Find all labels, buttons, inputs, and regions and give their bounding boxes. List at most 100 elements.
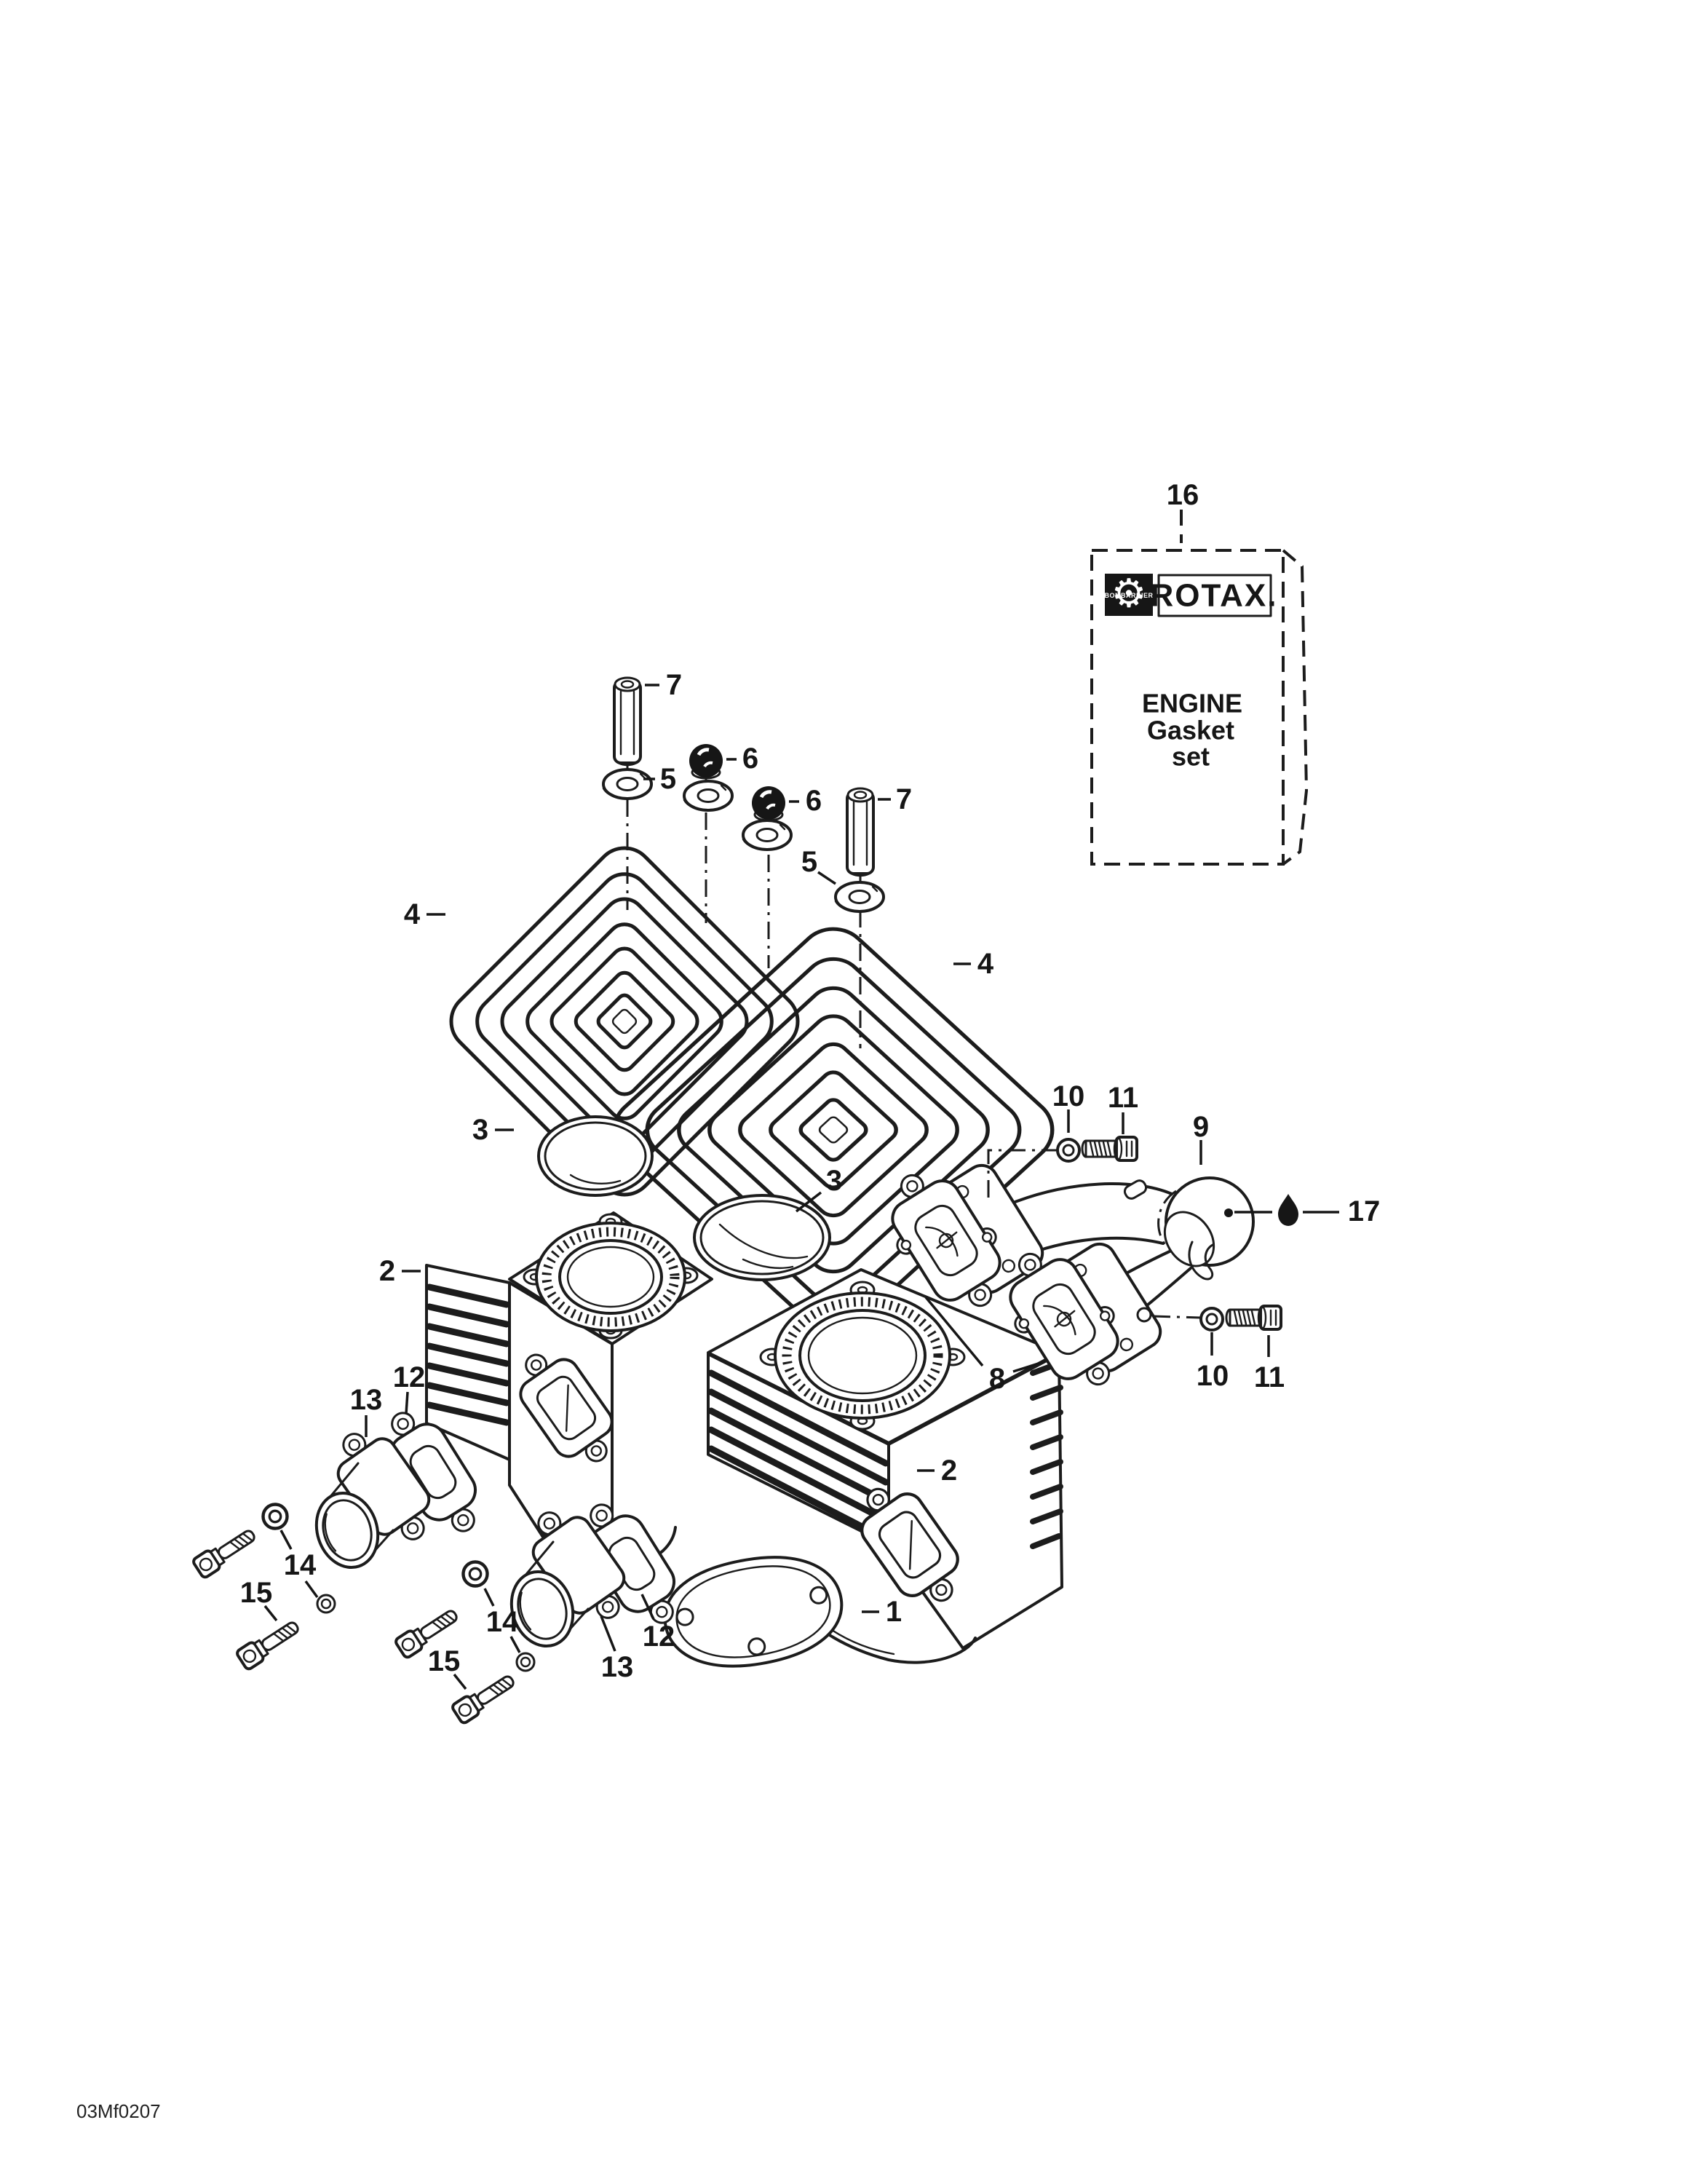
plug-17: [1278, 1194, 1298, 1226]
cylinder-base-gasket: [663, 1556, 844, 1668]
callout-3-right: 3: [795, 1165, 842, 1213]
callout-5-second: 5: [801, 846, 836, 885]
cylinder-right: [707, 1268, 1063, 1664]
nut-6-right: [752, 786, 785, 820]
lock-ring-left: [316, 1594, 336, 1614]
callout-10-lower: 10: [1197, 1332, 1229, 1392]
svg-text:15: 15: [240, 1577, 273, 1609]
callout-7-right: 7: [878, 783, 912, 815]
callout-15-left: 15: [240, 1577, 278, 1622]
callout-17: 17: [1234, 1195, 1380, 1227]
washer-5-first: [602, 768, 653, 800]
callout-4-left: 4: [404, 898, 445, 930]
callout-13-right: 13: [600, 1615, 634, 1683]
head-gasket-oring-right: [693, 1194, 831, 1281]
callout-6-right: 6: [789, 785, 822, 817]
callout-12-right: 12: [640, 1594, 675, 1653]
svg-text:8: 8: [989, 1363, 1005, 1395]
washer-14-right: [464, 1562, 488, 1586]
bombardier-logo-block: [1105, 574, 1153, 616]
svg-text:13: 13: [601, 1651, 634, 1683]
svg-text:2: 2: [941, 1455, 957, 1487]
cylinder-right-gasket-ring: [759, 1281, 966, 1431]
box-title-line1: ENGINE: [1142, 689, 1242, 719]
bombardier-gear-icon: ⚙: [1111, 571, 1146, 617]
callout-14-right: 14: [483, 1588, 521, 1653]
callout-11-upper: 11: [1108, 1082, 1138, 1134]
svg-text:2: 2: [379, 1255, 395, 1287]
svg-text:7: 7: [896, 783, 912, 815]
nut-6-left: [689, 744, 723, 778]
intake-socket-left: [314, 1433, 431, 1570]
svg-text:17: 17: [1348, 1195, 1381, 1227]
callout-14-left: 14: [279, 1530, 319, 1599]
svg-text:1: 1: [886, 1596, 902, 1628]
cylinder-left: [425, 1211, 713, 1570]
callout-10-upper: 10: [1052, 1080, 1085, 1133]
svg-text:4: 4: [404, 898, 421, 930]
svg-text:6: 6: [742, 743, 758, 775]
svg-text:10: 10: [1197, 1360, 1229, 1392]
svg-text:5: 5: [801, 846, 817, 878]
callout-15-right: 15: [428, 1645, 467, 1690]
intake-socket-right: [509, 1511, 626, 1648]
box-title-line3: set: [1172, 742, 1210, 772]
bolt-15-fourth: [449, 1669, 520, 1726]
bolt-15-second: [234, 1615, 304, 1672]
washer-14-left: [263, 1505, 287, 1529]
exhaust-manifold: [866, 1151, 1255, 1409]
box-title-line2: Gasket: [1147, 716, 1234, 745]
svg-text:14: 14: [486, 1606, 519, 1638]
svg-text:4: 4: [977, 948, 994, 980]
callout-8: 8: [924, 1296, 1046, 1395]
callout-9: 9: [1193, 1111, 1209, 1165]
callout-12-left: 12: [393, 1361, 426, 1415]
callout-2-left: 2: [379, 1255, 421, 1287]
svg-text:7: 7: [666, 669, 682, 701]
svg-text:11: 11: [1254, 1361, 1285, 1393]
rotax-brand-text: ROTAX.: [1151, 578, 1278, 614]
callout-4-right: 4: [953, 948, 994, 980]
cylinder-left-gasket-ring: [523, 1213, 699, 1340]
callout-7-left: 7: [645, 669, 682, 701]
svg-text:9: 9: [1193, 1111, 1209, 1143]
callout-13-left: 13: [350, 1384, 383, 1437]
washer-5-under-nut-left: [683, 780, 734, 812]
callout-6-left: 6: [726, 743, 758, 775]
svg-text:5: 5: [660, 763, 676, 795]
lock-ring-right: [515, 1652, 536, 1672]
svg-text:3: 3: [472, 1114, 488, 1146]
cylinder-stud-left: [613, 676, 642, 767]
gasket-set-box: ⚙ BOMBARDIER ROTAX. ENGINE Gasket set: [1090, 549, 1309, 866]
cylinder-stud-right: [846, 787, 875, 877]
washer-10-lower: [1199, 1307, 1224, 1332]
svg-text:14: 14: [284, 1549, 317, 1581]
callout-3-left: 3: [472, 1114, 514, 1146]
bolt-15-first: [190, 1523, 261, 1580]
svg-text:16: 16: [1167, 479, 1199, 511]
drawing-code: 03Mf0207: [76, 2100, 161, 2122]
callout-1: 1: [862, 1596, 902, 1628]
svg-text:11: 11: [1108, 1082, 1138, 1114]
bombardier-logo-text: BOMBARDIER: [1105, 592, 1154, 599]
head-gasket-oring-left: [537, 1115, 654, 1197]
callout-2-right: 2: [917, 1455, 957, 1487]
hardware: [190, 676, 1298, 1726]
svg-text:15: 15: [428, 1645, 461, 1677]
svg-text:10: 10: [1052, 1080, 1085, 1112]
washer-5-second: [834, 881, 885, 913]
manifold-outlet-socket: [1123, 1176, 1255, 1281]
svg-text:6: 6: [806, 785, 822, 817]
bolt-11-upper: [1081, 1136, 1138, 1162]
callout-5-first: 5: [643, 763, 676, 795]
svg-text:12: 12: [393, 1361, 426, 1393]
callouts: 16 7 5 6 6 5 7 4 4 3 3 2 2 1 8 9 10 11 1…: [240, 479, 1380, 1690]
washer-10-upper: [1056, 1138, 1081, 1163]
svg-text:12: 12: [643, 1621, 675, 1653]
svg-text:13: 13: [350, 1384, 383, 1416]
svg-text:3: 3: [826, 1165, 842, 1197]
bolt-11-lower: [1225, 1305, 1282, 1331]
washer-5-under-nut-right: [742, 819, 793, 851]
